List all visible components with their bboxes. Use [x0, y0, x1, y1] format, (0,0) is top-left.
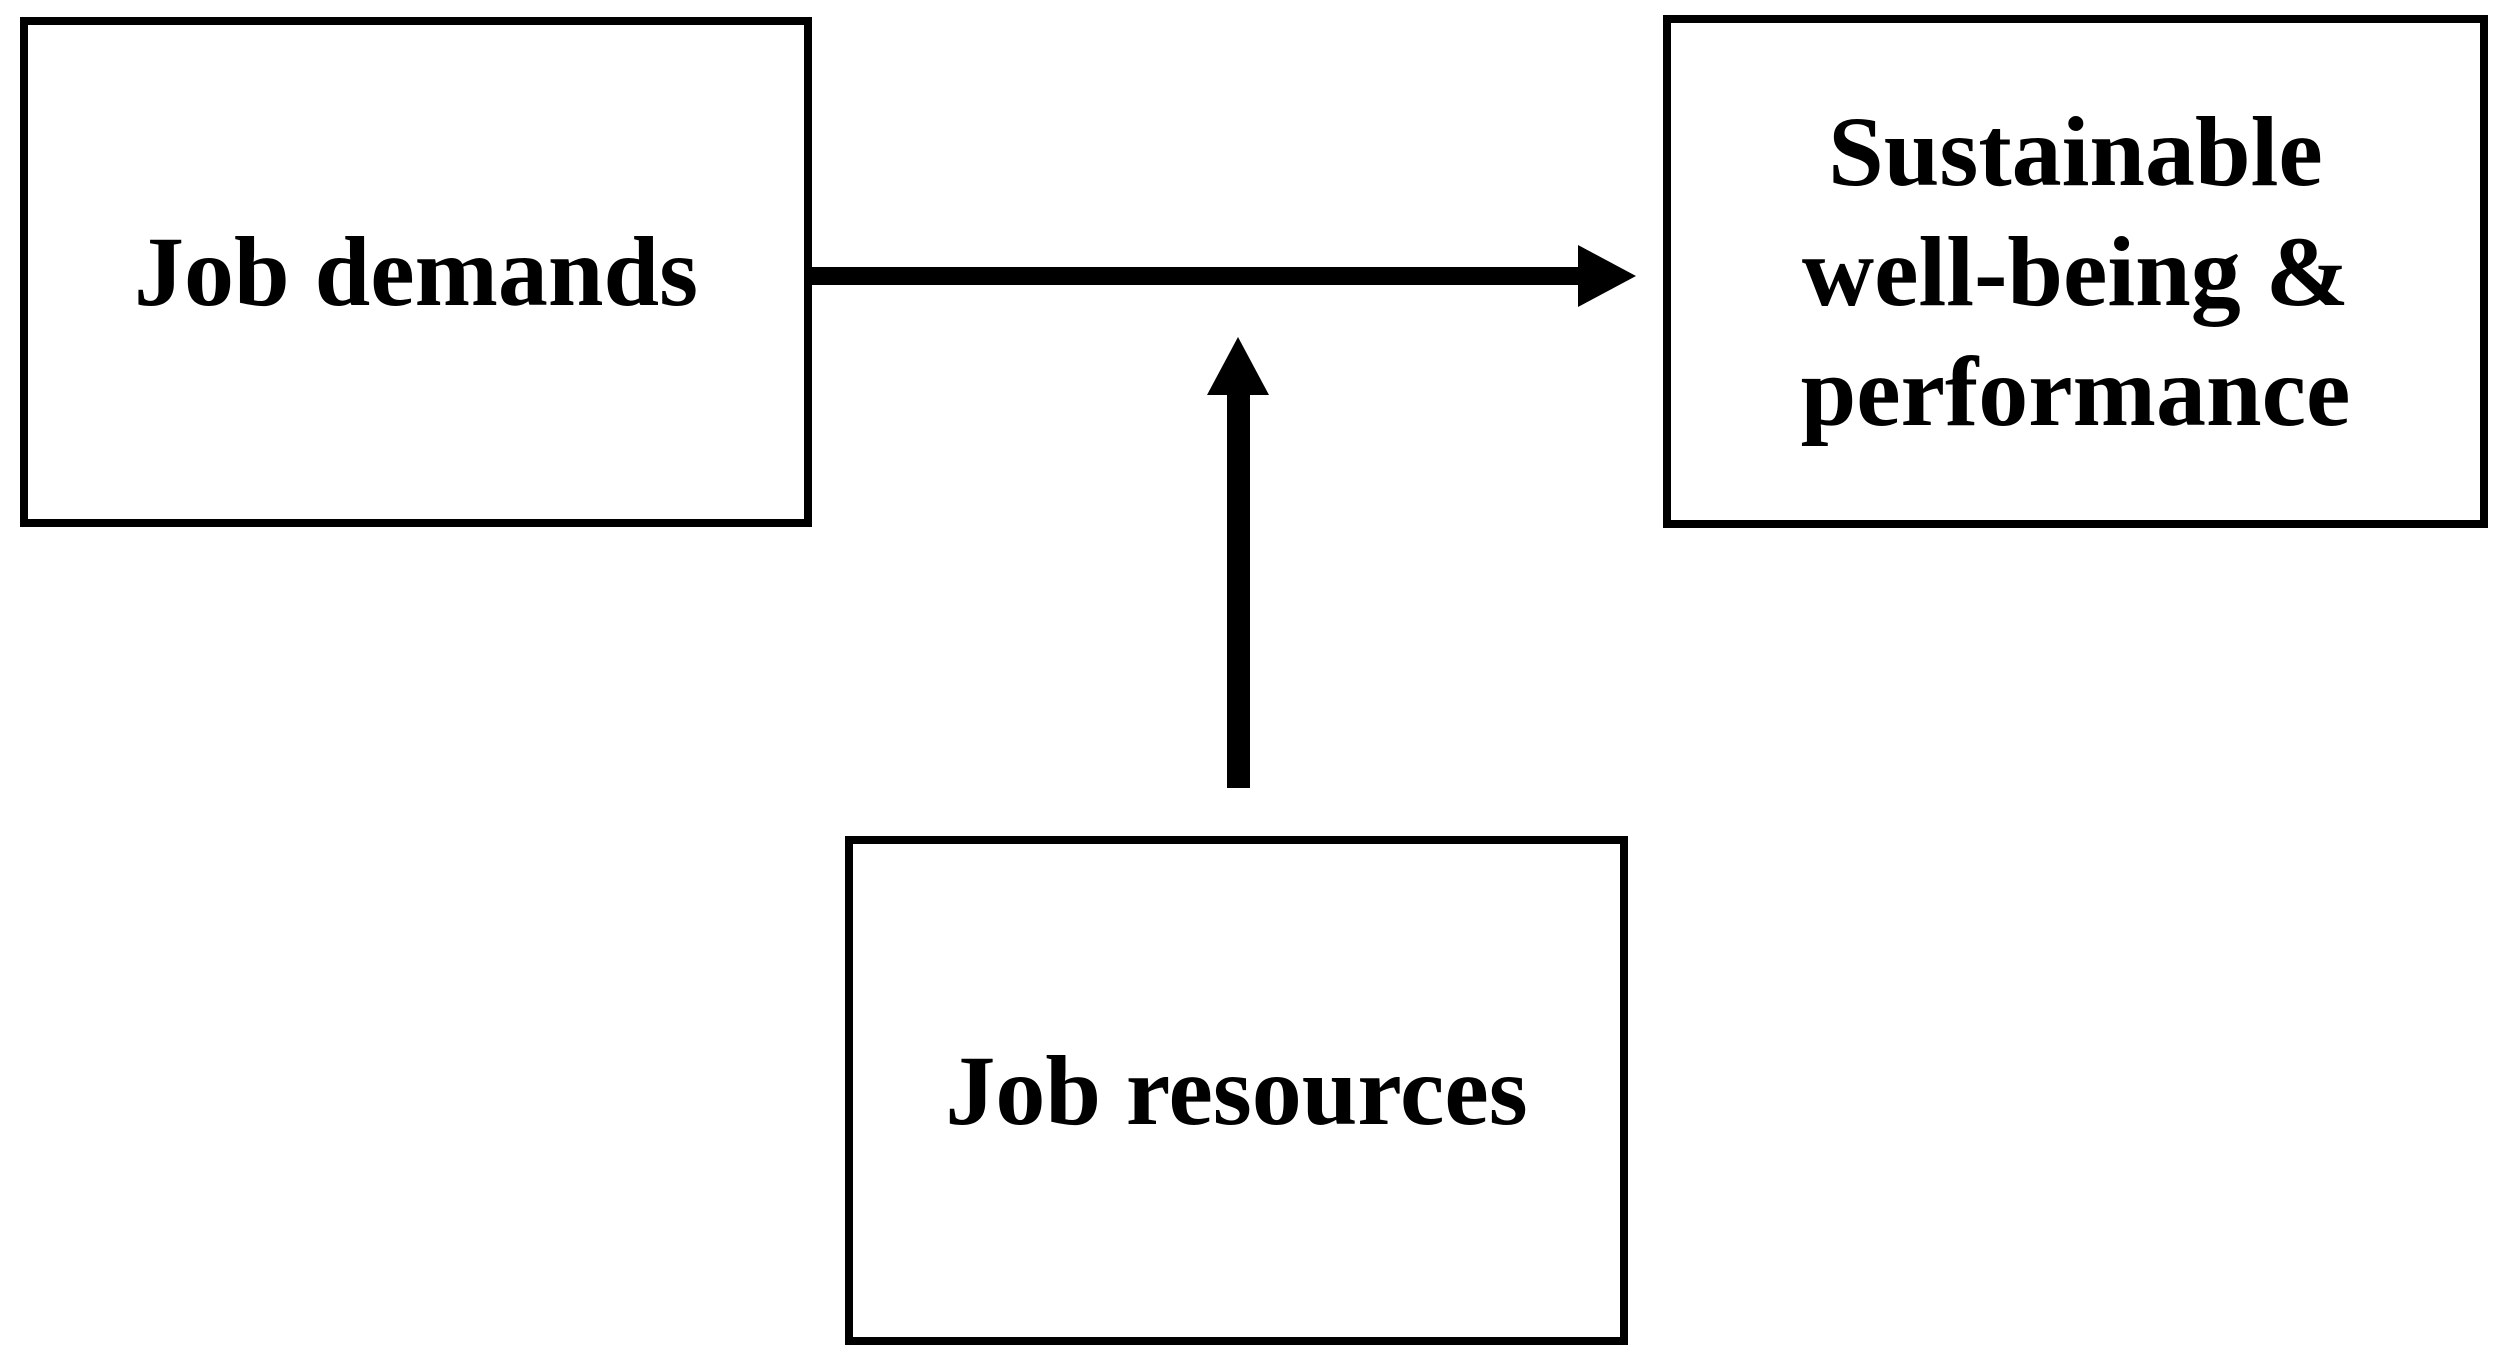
- arrow-demands-to-outcome-head-icon: [1578, 245, 1636, 307]
- arrow-resources-moderation-shaft: [1227, 393, 1250, 788]
- node-job-demands: Job demands: [20, 17, 812, 527]
- arrow-resources-moderation-head-icon: [1207, 337, 1269, 395]
- node-sustainable-wellbeing-performance: Sustainable well-being & performance: [1663, 15, 2488, 528]
- arrow-demands-to-outcome-shaft: [812, 267, 1578, 285]
- node-job-resources-label: Job resources: [945, 1034, 1528, 1146]
- node-sustainable-wellbeing-performance-label: Sustainable well-being & performance: [1800, 95, 2351, 447]
- node-job-resources: Job resources: [845, 836, 1628, 1345]
- node-job-demands-label: Job demands: [133, 216, 699, 327]
